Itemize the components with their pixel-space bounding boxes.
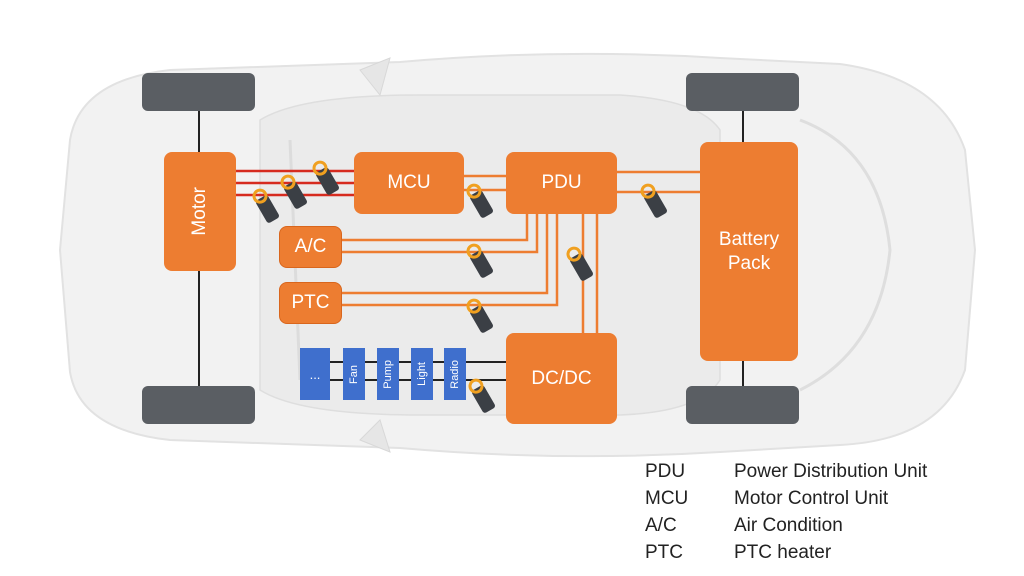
mcu-block: MCU xyxy=(354,152,464,214)
load-label-pump: Pump xyxy=(382,359,394,389)
wheel-rear-left xyxy=(686,73,799,111)
wheel-front-right xyxy=(142,386,255,424)
legend-meaning: Motor Control Unit xyxy=(734,487,889,509)
ac-label: A/C xyxy=(294,236,327,258)
load-label-light: Light xyxy=(416,362,428,386)
pdu-battery-wires xyxy=(617,170,700,194)
dcdc-block: DC/DC xyxy=(506,333,617,424)
legend-row: PDU Power Distribution Unit xyxy=(645,458,927,485)
load-block-pump: Pump xyxy=(377,348,399,400)
mcu-pdu-wires xyxy=(464,174,506,192)
current-clamp-sensors xyxy=(252,160,667,413)
legend: PDU Power Distribution Unit MCU Motor Co… xyxy=(645,458,927,566)
motor-label: Motor xyxy=(189,187,211,236)
pdu-ptc-wires xyxy=(342,214,559,307)
legend-row: A/C Air Condition xyxy=(645,512,927,539)
load-block-light: Light xyxy=(411,348,433,400)
legend-row: MCU Motor Control Unit xyxy=(645,485,927,512)
load-block-fan: Fan xyxy=(343,348,365,400)
wheel-rear-right xyxy=(686,386,799,424)
pdu-ac-wires xyxy=(342,214,539,254)
load-block-radio: Radio xyxy=(444,348,466,400)
pdu-label: PDU xyxy=(541,172,582,194)
motor-block: Motor xyxy=(164,152,236,271)
dcdc-load-wires xyxy=(300,361,506,381)
battery-label-line1: Battery xyxy=(718,228,780,250)
legend-abbr: PTC xyxy=(645,541,683,563)
battery-pack-block: Battery Pack xyxy=(700,142,798,361)
mcu-label: MCU xyxy=(387,172,431,194)
load-block-more: ... xyxy=(300,348,330,400)
pdu-block: PDU xyxy=(506,152,617,214)
battery-label-line2: Pack xyxy=(727,252,771,274)
load-label-radio: Radio xyxy=(449,359,461,389)
ptc-label: PTC xyxy=(291,292,330,314)
wheel-front-left xyxy=(142,73,255,111)
legend-meaning: Air Condition xyxy=(734,514,843,536)
legend-row: PTC PTC heater xyxy=(645,539,927,566)
load-label-fan: Fan xyxy=(348,364,360,384)
ptc-block: PTC xyxy=(279,282,342,324)
legend-meaning: PTC heater xyxy=(734,541,832,563)
legend-abbr: MCU xyxy=(645,487,689,509)
legend-abbr: A/C xyxy=(645,514,677,536)
legend-meaning: Power Distribution Unit xyxy=(734,460,928,482)
dcdc-label: DC/DC xyxy=(531,367,592,389)
load-label-more: ... xyxy=(309,366,321,382)
legend-abbr: PDU xyxy=(645,460,686,482)
ac-block: A/C xyxy=(279,226,342,268)
